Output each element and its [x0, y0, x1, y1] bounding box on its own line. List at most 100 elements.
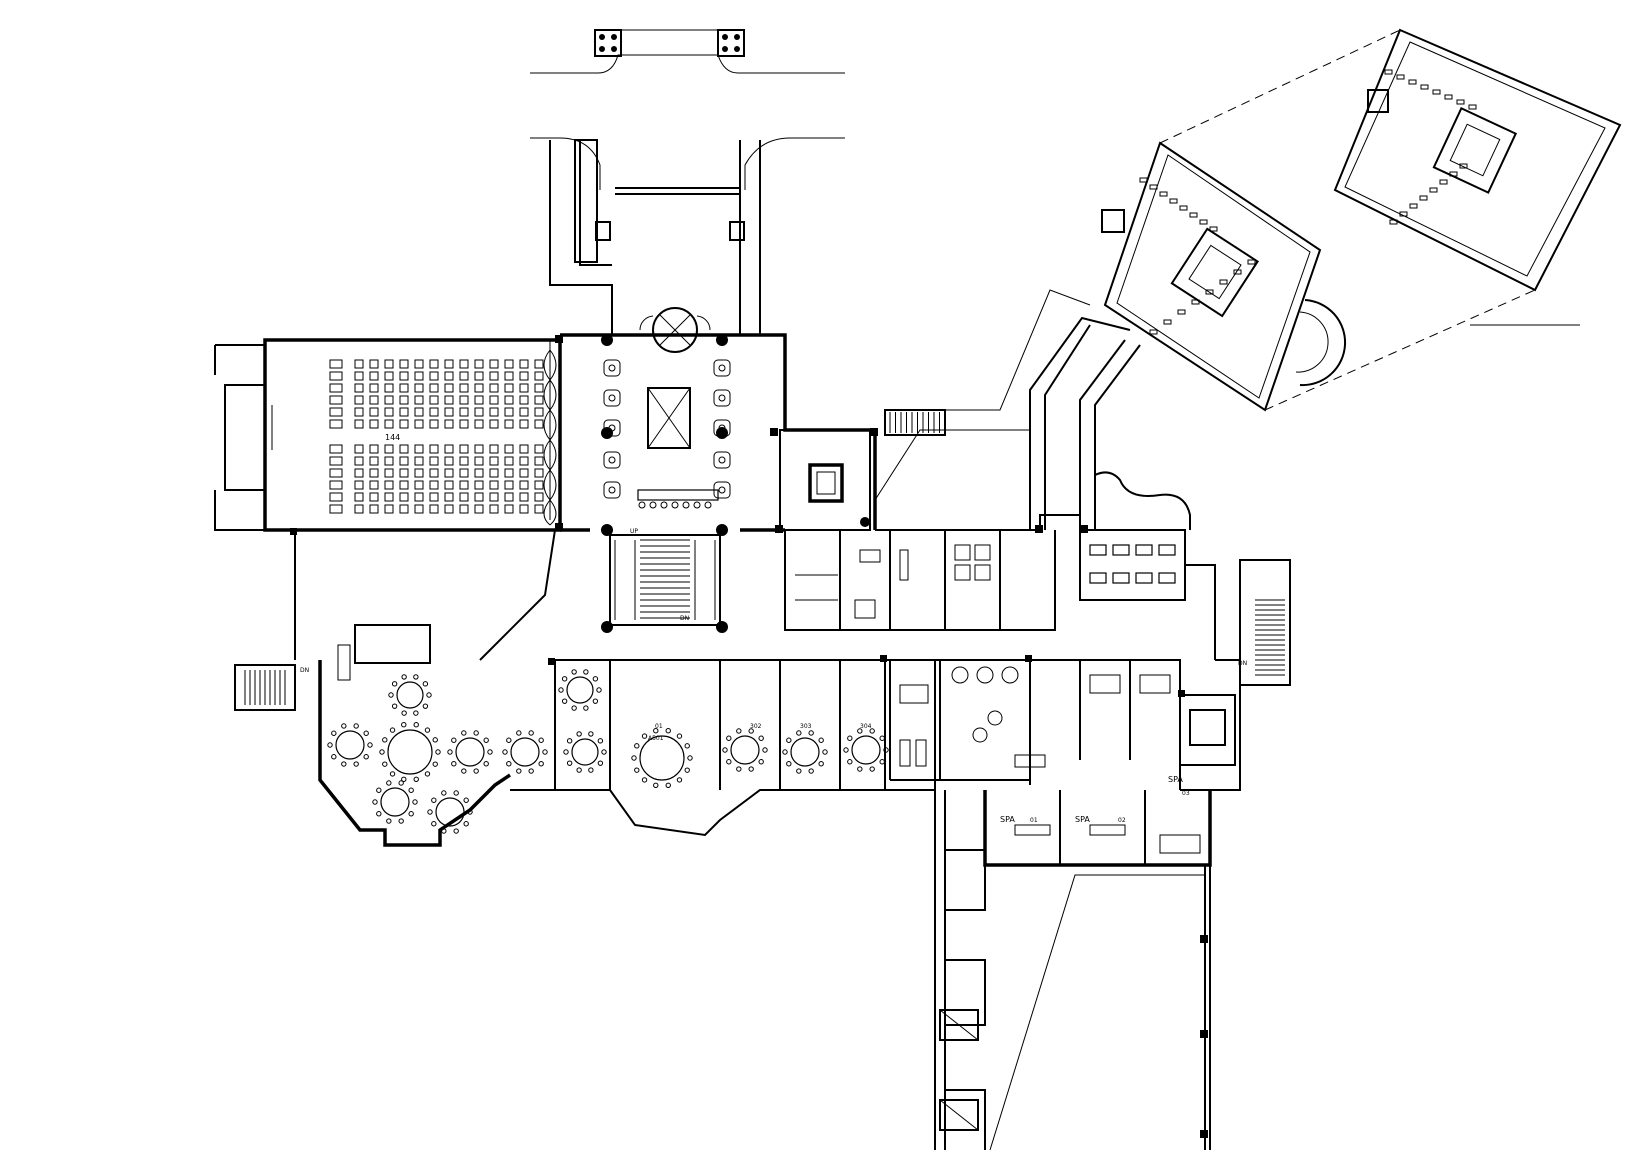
dining-table	[1158, 544, 1176, 556]
pavilion-desk	[1468, 104, 1477, 110]
lobby-side-table	[608, 394, 616, 402]
hall-seat-block	[329, 383, 343, 393]
lobby-stool	[660, 501, 668, 509]
hall-seat	[414, 444, 424, 454]
pavilion-upper	[1333, 28, 1622, 326]
hall-seat	[504, 492, 514, 502]
hall-seat	[474, 480, 484, 490]
pavilion-desk	[1429, 187, 1438, 193]
banquet-chair	[451, 761, 457, 767]
hall-seat	[489, 371, 499, 381]
banquet-chair	[857, 766, 863, 772]
hall-seat	[399, 407, 409, 417]
banquet-chair	[398, 780, 404, 786]
lobby-stool	[682, 501, 690, 509]
hall-seat	[369, 371, 379, 381]
hall-seat	[474, 359, 484, 369]
pavilion-desk	[1163, 319, 1172, 325]
hall-seat	[444, 419, 454, 429]
spa-room-01: SPA	[1000, 815, 1015, 824]
banquet-chair	[331, 730, 337, 736]
pavilion-desk	[1449, 171, 1458, 177]
hall-seat	[384, 492, 394, 502]
hall-seat	[474, 444, 484, 454]
banquet-chair	[597, 738, 604, 744]
banquet-chair	[847, 759, 853, 765]
hall-seat	[519, 480, 529, 490]
pavilion-desk	[1169, 198, 1178, 204]
banquet-chair	[576, 731, 582, 737]
hall-seat	[504, 504, 514, 514]
hall-seat	[459, 468, 469, 478]
lobby-side-table	[608, 364, 616, 372]
hall-seat	[399, 359, 409, 369]
banquet-chair	[641, 777, 648, 783]
round-table	[380, 787, 410, 817]
banquet-chair	[631, 755, 637, 761]
lobby-side-table	[718, 424, 726, 432]
hall-seat	[384, 504, 394, 514]
banquet-chair	[451, 737, 457, 743]
hall-seat	[459, 444, 469, 454]
lobby-stool	[671, 501, 679, 509]
banquet-chair	[588, 767, 594, 773]
hall-seat	[429, 395, 439, 405]
hall-seat	[429, 468, 439, 478]
hall-seat	[504, 456, 514, 466]
hall-seat-block	[329, 504, 343, 514]
hall-seat	[384, 383, 394, 393]
banquet-chair	[386, 780, 392, 786]
banquet-chair	[327, 742, 333, 748]
banquet-chair	[382, 761, 388, 767]
banquet-chair	[665, 782, 671, 788]
banquet-chair	[483, 737, 489, 743]
pavilion-desk	[1149, 184, 1158, 190]
hall-seat	[354, 456, 364, 466]
banquet-chair	[483, 761, 489, 767]
svg-text:DN: DN	[680, 615, 689, 622]
hall-seat	[444, 468, 454, 478]
lobby-stool	[693, 501, 701, 509]
banquet-chair	[597, 760, 604, 766]
banquet-chair	[473, 768, 479, 774]
lobby-side-table	[718, 486, 726, 494]
pavilion-desk	[1139, 177, 1148, 183]
hall-seat	[519, 456, 529, 466]
dining-table	[1089, 572, 1107, 584]
hall-seat	[354, 468, 364, 478]
hall-seat	[354, 359, 364, 369]
banquet-chair	[808, 768, 814, 774]
round-table	[335, 730, 365, 760]
dining-table	[1089, 544, 1107, 556]
spa-room-03: SPA	[1168, 775, 1183, 784]
hall-seat	[399, 480, 409, 490]
banquet-chair	[592, 676, 599, 682]
hall-seat	[369, 444, 379, 454]
hall-seat	[534, 468, 544, 478]
hall-seat	[444, 371, 454, 381]
hall-seat	[414, 383, 424, 393]
hall-seat	[519, 504, 529, 514]
pavilion-projection-lines	[1159, 29, 1536, 411]
dining-table	[1112, 572, 1130, 584]
hall-seat	[384, 419, 394, 429]
hall-seat	[414, 492, 424, 502]
banquet-chair	[376, 811, 382, 817]
banquet-chair	[441, 790, 447, 796]
pavilion-desk	[1444, 94, 1453, 100]
hall-seat	[504, 395, 514, 405]
hall-seat	[504, 407, 514, 417]
hall-seat	[444, 480, 454, 490]
hall-seat	[444, 444, 454, 454]
hall-seat	[399, 419, 409, 429]
hall-seat-block	[329, 395, 343, 405]
banquet-chair	[516, 730, 522, 736]
hall-seat	[534, 456, 544, 466]
hall-seat	[369, 395, 379, 405]
round-table	[396, 681, 424, 709]
staff-dining	[1079, 529, 1186, 601]
pavilion-desk	[1456, 99, 1465, 105]
banquet-chair	[363, 730, 369, 736]
dining-table	[1135, 572, 1153, 584]
banquet-chair	[376, 787, 382, 793]
